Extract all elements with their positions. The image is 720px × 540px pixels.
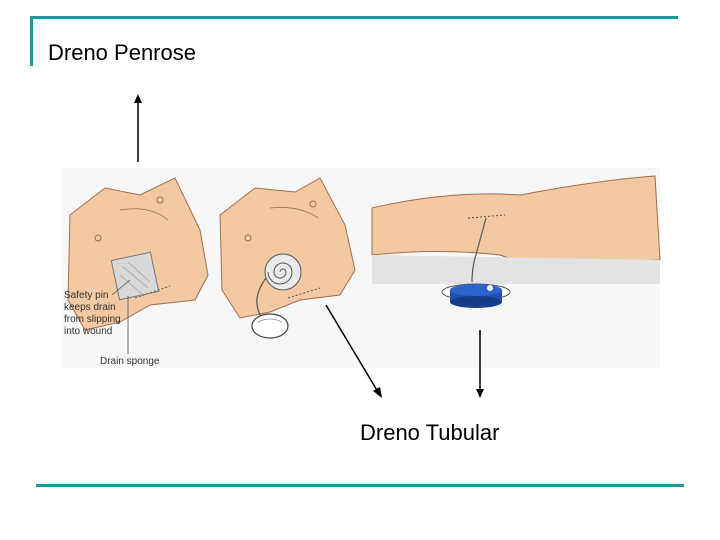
torso-bulb bbox=[219, 177, 356, 339]
label-drain-sponge: Drain sponge bbox=[100, 356, 160, 367]
tubular-caption: Dreno Tubular bbox=[360, 420, 500, 445]
left-rule bbox=[30, 16, 33, 66]
label-safety-pin-2: keeps drain bbox=[64, 302, 116, 313]
label-safety-pin-4: into wound bbox=[64, 326, 112, 337]
bottom-rule bbox=[36, 484, 684, 487]
label-safety-pin-1: Safety pin bbox=[64, 290, 108, 301]
slide-title: Dreno Penrose bbox=[48, 40, 196, 65]
arrow-canister-to-tubular bbox=[476, 330, 484, 398]
leg-with-canister bbox=[371, 175, 661, 308]
top-rule bbox=[30, 16, 678, 19]
label-safety-pin-3: from slipping bbox=[64, 314, 121, 325]
torso-penrose bbox=[67, 177, 209, 331]
safety-pin-leader bbox=[111, 279, 131, 296]
annotation-labels: Safety pin keeps drain from slipping int… bbox=[64, 279, 160, 367]
arrow-to-penrose bbox=[134, 94, 142, 162]
arrow-bulb-to-tubular bbox=[325, 304, 382, 398]
